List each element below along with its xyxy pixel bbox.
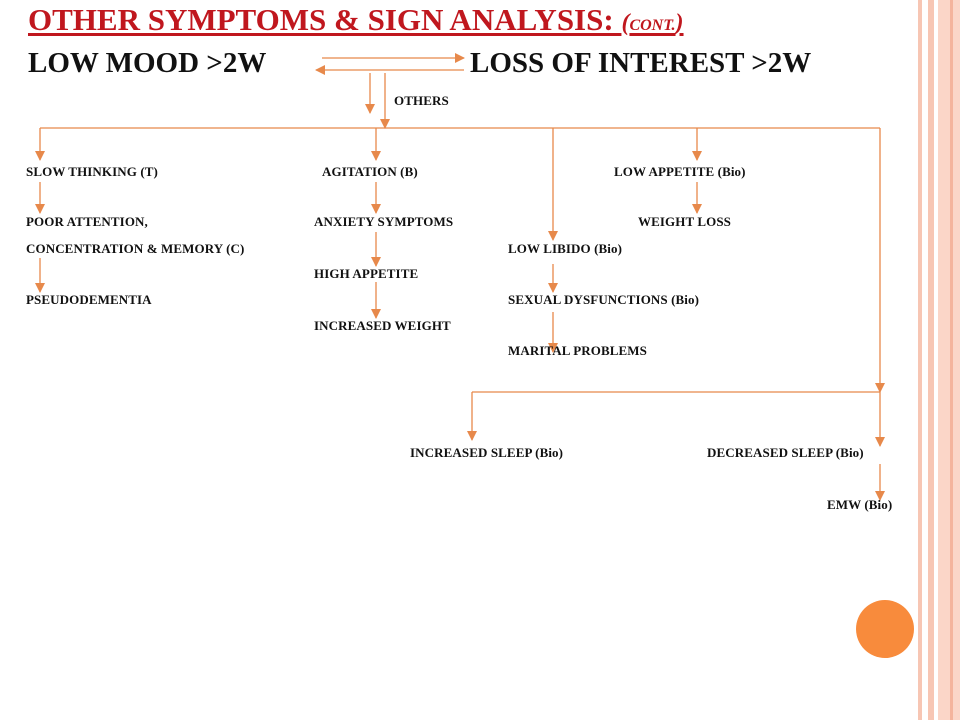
poor-attention-label: POOR ATTENTION, <box>26 214 148 229</box>
side-stripe-3 <box>938 0 960 720</box>
sexual-dysfunctions-label: SEXUAL DYSFUNCTIONS (Bio) <box>508 292 700 307</box>
increased-sleep-label: INCREASED SLEEP (Bio) <box>410 445 564 460</box>
weight-loss-label: WEIGHT LOSS <box>638 214 731 229</box>
increased-weight-label: INCREASED WEIGHT <box>314 318 451 333</box>
others-label: OTHERS <box>394 93 449 108</box>
side-stripe-4 <box>950 0 953 720</box>
marital-problems-label: MARITAL PROBLEMS <box>508 343 647 358</box>
low-appetite-label: LOW APPETITE (Bio) <box>614 164 746 179</box>
slow-thinking-label: SLOW THINKING (T) <box>26 164 158 179</box>
high-appetite-label: HIGH APPETITE <box>314 266 419 281</box>
accent-circle <box>856 600 914 658</box>
slide-title-main: OTHER SYMPTOMS & SIGN ANALYSIS: <box>28 2 622 37</box>
side-stripe-2 <box>928 0 934 720</box>
emw-label: EMW (Bio) <box>827 497 893 512</box>
decreased-sleep-label: DECREASED SLEEP (Bio) <box>707 445 864 460</box>
low-mood-heading: LOW MOOD >2W <box>28 47 267 79</box>
slide-title-cont: (CONT.) <box>621 10 684 36</box>
pseudodementia-label: PSEUDODEMENTIA <box>26 292 152 307</box>
loss-of-interest-heading: LOSS OF INTEREST >2W <box>470 47 812 79</box>
slide-title: OTHER SYMPTOMS & SIGN ANALYSIS: (CONT.) <box>28 2 918 38</box>
anxiety-symptoms-label: ANXIETY SYMPTOMS <box>314 214 454 229</box>
agitation-label: AGITATION (B) <box>322 164 418 179</box>
low-libido-label: LOW LIBIDO (Bio) <box>508 241 623 256</box>
side-stripe-1 <box>918 0 922 720</box>
concentration-memory-label: CONCENTRATION & MEMORY (C) <box>26 241 245 256</box>
